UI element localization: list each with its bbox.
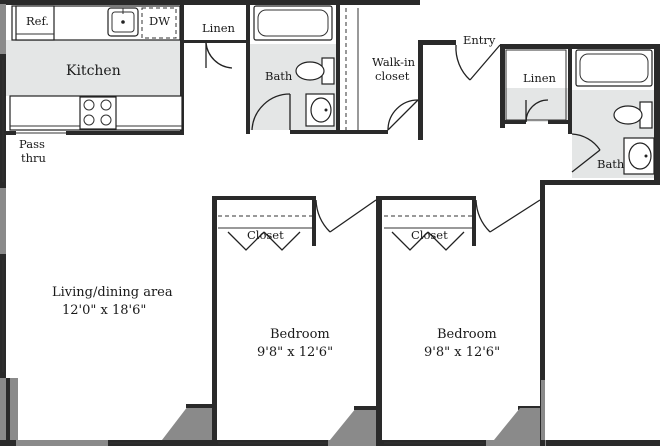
bathtub-icon bbox=[253, 5, 333, 41]
living-area-label: Living/dining area bbox=[52, 285, 173, 300]
linen-label-1: Linen bbox=[202, 21, 236, 35]
bathtub-icon bbox=[575, 49, 653, 87]
bedroom-1-dims: 9'8" x 12'6" bbox=[257, 345, 333, 360]
room-labels: Ref. DW Linen Kitchen Bath Walk-in close… bbox=[19, 14, 625, 360]
toilet-icon bbox=[295, 57, 335, 85]
bedroom-1-label: Bedroom bbox=[270, 327, 330, 342]
bath-2 bbox=[571, 49, 655, 175]
dishwasher bbox=[141, 7, 177, 39]
bath-2-label: Bath bbox=[597, 157, 625, 171]
bath-sink-icon bbox=[623, 137, 655, 175]
kitchen-sink bbox=[107, 7, 139, 37]
entry-door bbox=[455, 44, 501, 81]
bath-1-label: Bath bbox=[265, 69, 293, 83]
kitchen bbox=[9, 5, 183, 134]
bedroom-1-closet bbox=[218, 199, 377, 251]
walk-in-closet bbox=[345, 8, 419, 131]
refrigerator-label: Ref. bbox=[26, 14, 49, 28]
interior-walls bbox=[6, 0, 572, 446]
closet-label-2: Closet bbox=[411, 228, 448, 242]
living-area-dims: 12'0" x 18'6" bbox=[62, 303, 146, 318]
closet-label-1: Closet bbox=[247, 228, 284, 242]
kitchen-label: Kitchen bbox=[66, 63, 121, 79]
linen-label-2: Linen bbox=[523, 71, 557, 85]
dishwasher-label: DW bbox=[149, 14, 170, 28]
corner-stubs bbox=[162, 404, 540, 440]
walk-in-closet-label-1: Walk-in bbox=[372, 55, 416, 69]
bedroom-2-closet bbox=[384, 199, 541, 251]
pass-thru-label-2: thru bbox=[21, 151, 46, 165]
linen-closet-2 bbox=[505, 49, 567, 123]
linen-closet-1 bbox=[205, 42, 233, 69]
bath-1 bbox=[251, 5, 335, 131]
windows bbox=[2, 60, 484, 444]
toilet-icon bbox=[613, 101, 653, 129]
bath-sink-icon bbox=[305, 93, 335, 127]
range-icon bbox=[79, 96, 117, 130]
walk-in-closet-label-2: closet bbox=[375, 69, 410, 83]
bedroom-2-label: Bedroom bbox=[437, 327, 497, 342]
entry-label: Entry bbox=[463, 33, 496, 47]
pass-thru-label-1: Pass bbox=[19, 137, 45, 151]
bedroom-2-dims: 9'8" x 12'6" bbox=[424, 345, 500, 360]
